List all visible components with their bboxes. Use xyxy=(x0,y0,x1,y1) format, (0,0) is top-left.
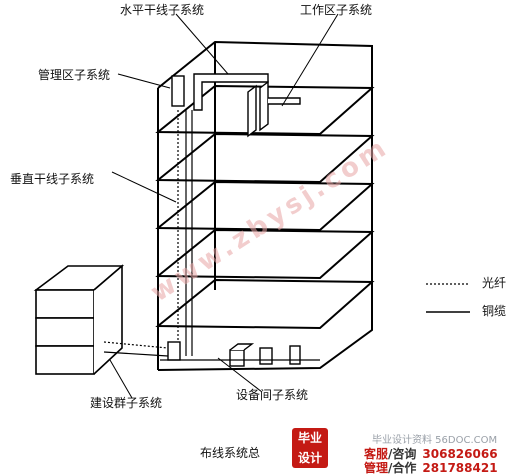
building-front-wall xyxy=(157,40,373,371)
leader-campus xyxy=(109,359,133,399)
footer-logo-line2: 设计 xyxy=(297,451,322,465)
campus-floor-1 xyxy=(35,289,95,319)
leader-vertical xyxy=(111,171,177,203)
campus-fiber-link xyxy=(103,341,169,349)
footer-manage-row: 管理/合作 281788421 xyxy=(364,459,498,476)
equipment-rack-1 xyxy=(229,349,245,367)
footer-manage-word: /合作 xyxy=(388,461,417,475)
label-management-subsystem: 管理区子系统 xyxy=(38,68,111,82)
floor-3 xyxy=(155,180,375,232)
campus-copper-link xyxy=(103,351,169,357)
diagram-caption: 布线系统总 xyxy=(200,446,261,460)
footer-service-word: /咨询 xyxy=(388,447,417,461)
leader-management xyxy=(117,73,171,89)
campus-floor-3 xyxy=(35,345,95,375)
footer-site-text: 毕业设计资料 56DOC.COM xyxy=(372,435,498,446)
work-area-duct xyxy=(268,97,301,105)
equipment-rack-3 xyxy=(289,345,301,365)
legend-fiber-label: 光纤 xyxy=(482,276,507,290)
horizontal-trunk xyxy=(193,73,269,111)
footer-manage-number: 281788421 xyxy=(422,461,498,475)
campus-building-side xyxy=(93,264,123,375)
label-work-area-subsystem: 工作区子系统 xyxy=(300,3,373,17)
footer-service-label: 客服 xyxy=(364,447,389,461)
work-area-riser-2 xyxy=(259,80,269,132)
work-area-riser-1 xyxy=(247,84,257,138)
footer-service-number: 306826066 xyxy=(422,447,498,461)
leader-horizontal xyxy=(175,13,229,75)
label-campus-subsystem: 建设群子系统 xyxy=(90,396,163,410)
equipment-rack-2 xyxy=(259,347,273,365)
footer-logo-line1: 毕业 xyxy=(297,431,322,445)
footer-logo: 毕业 设计 xyxy=(292,428,328,468)
equipment-rack-1-top xyxy=(229,343,255,351)
leader-work-area xyxy=(281,13,339,107)
floor-2 xyxy=(155,228,375,280)
floor-4 xyxy=(155,132,375,184)
label-horizontal-subsystem: 水平干线子系统 xyxy=(120,3,205,17)
floor-1 xyxy=(155,278,375,330)
footer-service-row: 客服/咨询 306826066 xyxy=(364,445,498,462)
footer-manage-label: 管理 xyxy=(364,461,389,475)
label-vertical-subsystem: 垂直干线子系统 xyxy=(10,172,95,186)
leader-equipment xyxy=(217,357,263,393)
campus-floor-2 xyxy=(35,317,95,347)
legend-copper-label: 铜缆 xyxy=(482,304,507,318)
label-equipment-subsystem: 设备间子系统 xyxy=(236,388,309,402)
patch-panel-top xyxy=(171,75,185,107)
entrance-box xyxy=(167,341,181,361)
